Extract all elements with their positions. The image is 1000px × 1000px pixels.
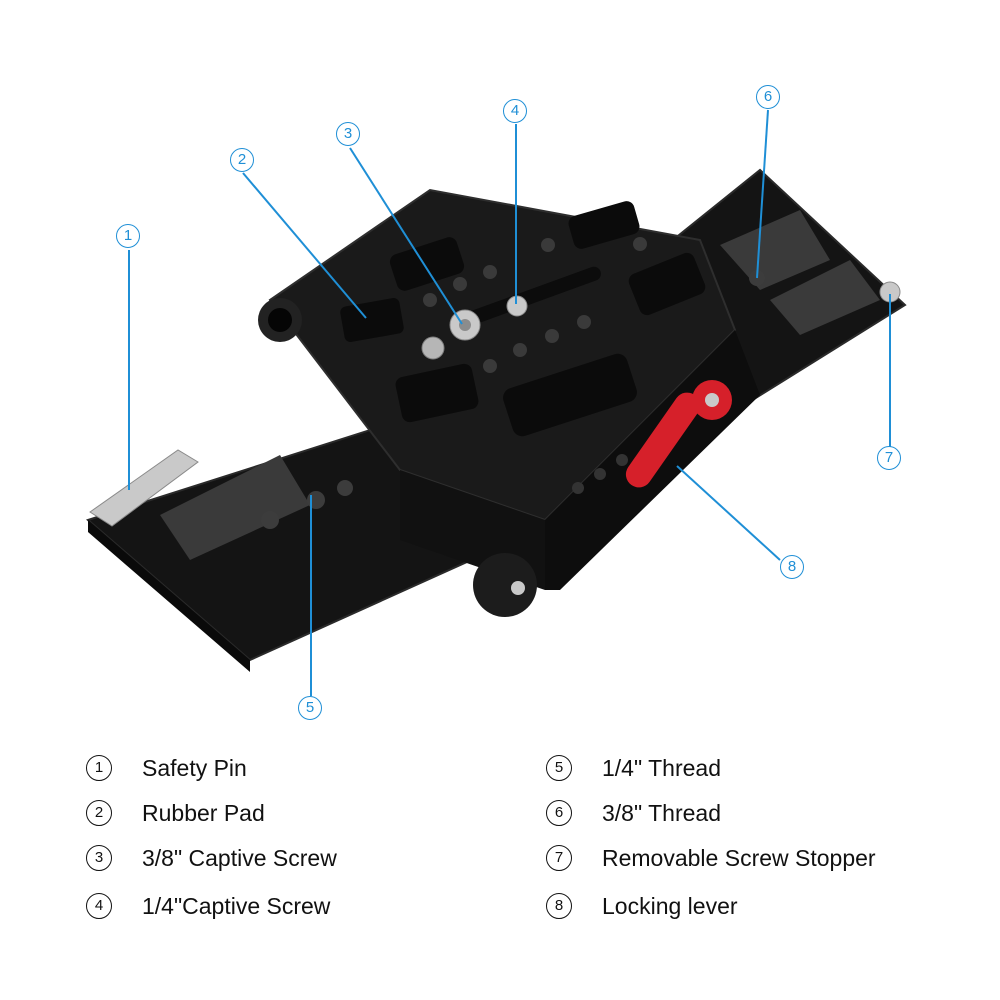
legend-number: 4 [86, 893, 112, 919]
clamp-knob-screw [511, 581, 525, 595]
block-hole [483, 359, 497, 373]
clamp-knob [473, 553, 537, 617]
rubber-pad [503, 353, 637, 437]
leader-line-2 [242, 172, 367, 319]
screw-slot [459, 266, 601, 328]
legend-label: Locking lever [602, 892, 738, 919]
product-figure: 1 2 3 4 5 6 7 8 [85, 85, 907, 720]
legend-number: 3 [86, 845, 112, 871]
plate-cutout [720, 210, 830, 290]
block-hole [541, 238, 555, 252]
callout-6: 6 [756, 85, 780, 109]
legend-item-8: 8 Locking lever [546, 886, 738, 926]
legend-item-7: 7 Removable Screw Stopper [546, 838, 876, 878]
callout-2: 2 [230, 148, 254, 172]
legend-label: 3/8" Captive Screw [142, 844, 337, 871]
block-hole [453, 277, 467, 291]
legend-item-2: 2 Rubber Pad [86, 793, 265, 833]
legend: 1 Safety Pin 2 Rubber Pad 3 3/8" Captive… [0, 740, 1000, 940]
block-hole [483, 265, 497, 279]
thread-insert [421, 336, 445, 360]
block-hole [545, 329, 559, 343]
plate-hole [307, 491, 325, 509]
legend-number: 2 [86, 800, 112, 826]
legend-number: 7 [546, 845, 572, 871]
legend-item-3: 3 3/8" Captive Screw [86, 838, 337, 878]
rubber-pad [389, 237, 465, 291]
legend-number: 8 [546, 893, 572, 919]
leader-lines [128, 109, 891, 696]
legend-label: 3/8" Thread [602, 799, 721, 826]
legend-item-6: 6 3/8" Thread [546, 793, 721, 833]
leader-line-8 [676, 465, 781, 561]
rod-clamp-hole [268, 308, 292, 332]
legend-label: 1/4"Captive Screw [142, 892, 331, 919]
side-hole [572, 482, 584, 494]
plate-hole [337, 480, 353, 496]
leader-line-6 [756, 109, 769, 279]
callout-7: 7 [877, 446, 901, 470]
legend-label: Rubber Pad [142, 799, 265, 826]
plate-hole [261, 511, 279, 529]
legend-label: Removable Screw Stopper [602, 844, 876, 871]
legend-item-1: 1 Safety Pin [86, 748, 247, 788]
callout-5: 5 [298, 696, 322, 720]
rubber-pad [628, 252, 706, 316]
rubber-pad [395, 363, 479, 423]
locking-lever-screw [705, 393, 719, 407]
callout-3: 3 [336, 122, 360, 146]
legend-number: 1 [86, 755, 112, 781]
dovetail-plate-edge [88, 520, 250, 672]
legend-number: 6 [546, 800, 572, 826]
legend-item-4: 4 1/4"Captive Screw [86, 886, 330, 926]
legend-label: Safety Pin [142, 754, 247, 781]
side-hole [594, 468, 606, 480]
block-hole [633, 237, 647, 251]
plate-cutout [160, 455, 310, 560]
safety-pin [89, 449, 199, 527]
block-hole [513, 343, 527, 357]
block-hole [577, 315, 591, 329]
legend-label: 1/4" Thread [602, 754, 721, 781]
rubber-pad [340, 298, 404, 342]
locking-lever [625, 392, 701, 488]
plate-cutout [770, 260, 880, 335]
callout-1: 1 [116, 224, 140, 248]
callout-4: 4 [503, 99, 527, 123]
baseplate-illustration [85, 109, 907, 696]
rubber-pad [568, 201, 640, 249]
callout-8: 8 [780, 555, 804, 579]
legend-item-5: 5 1/4" Thread [546, 748, 721, 788]
side-hole [616, 454, 628, 466]
legend-number: 5 [546, 755, 572, 781]
block-hole [423, 293, 437, 307]
leader-line-3 [349, 147, 463, 325]
captive-screw-3-8-center [459, 319, 471, 331]
